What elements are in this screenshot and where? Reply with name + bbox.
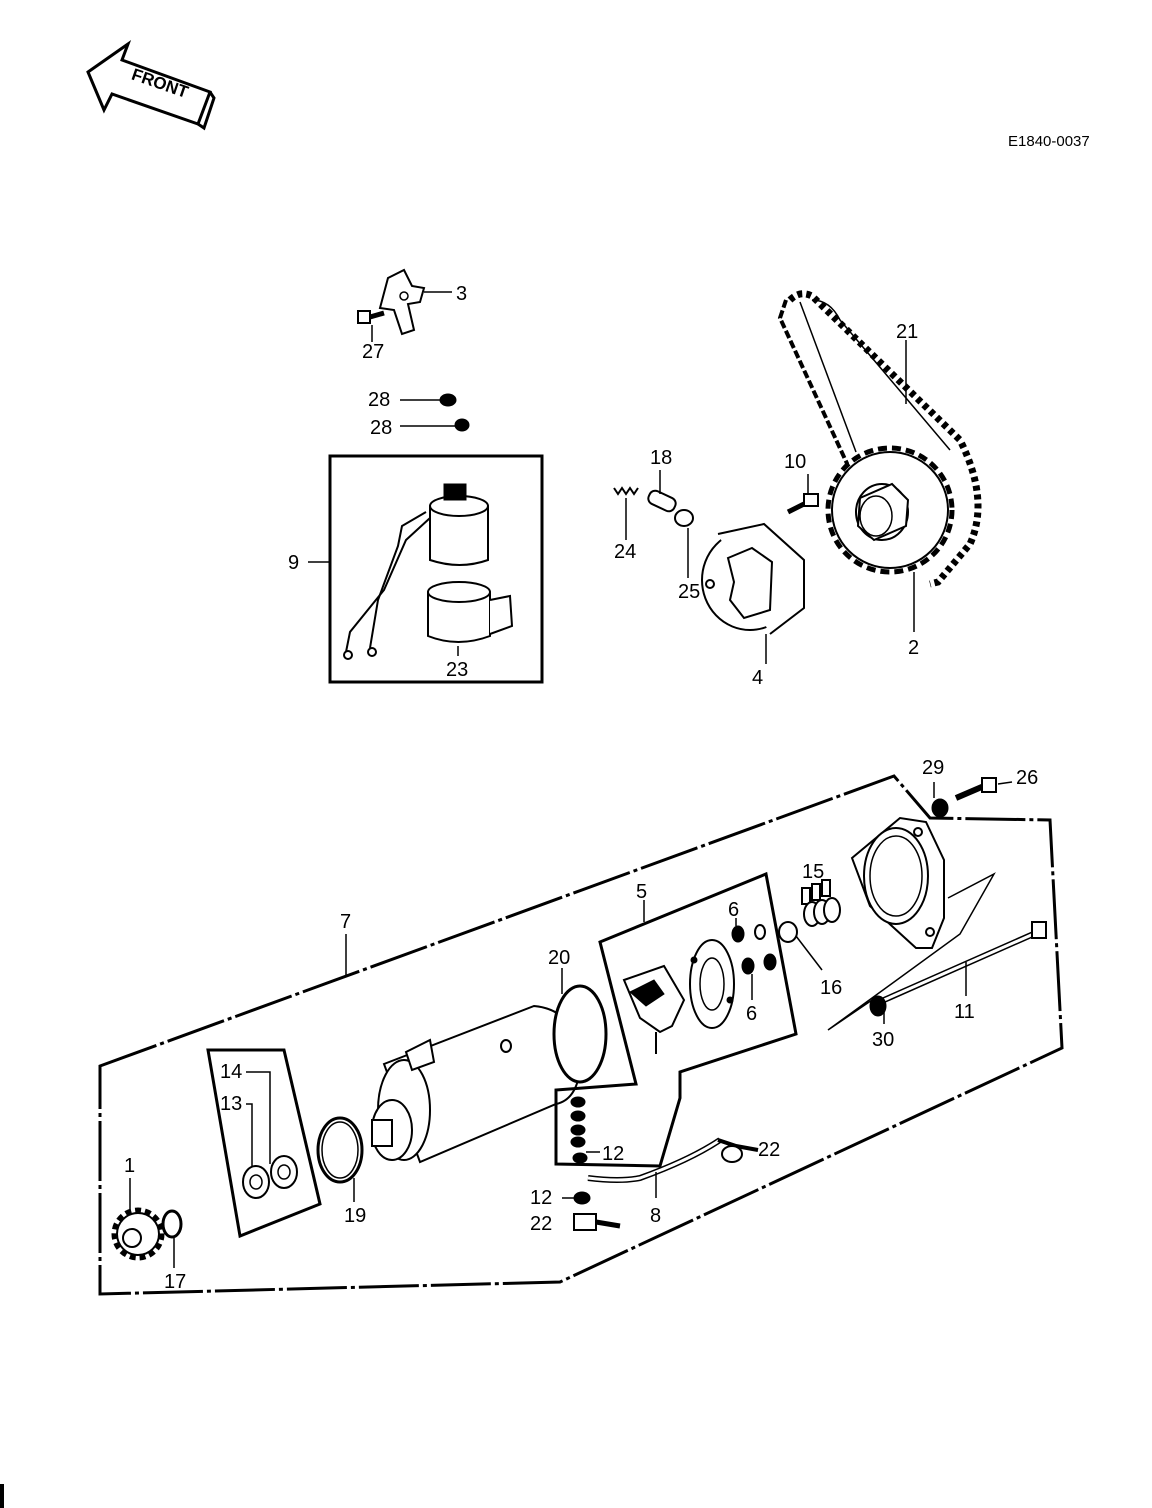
callout-10: 10 — [784, 451, 806, 473]
bolt-part-26-icon — [954, 777, 1013, 801]
callout-28-upper: 28 — [368, 389, 390, 411]
callout-9: 9 — [288, 552, 299, 574]
callout-14: 14 — [220, 1061, 242, 1083]
callout-8: 8 — [650, 1205, 661, 1227]
through-bolt-part-11-icon — [882, 921, 1047, 1003]
callout-23: 23 — [446, 659, 468, 681]
callout-6-lower: 6 — [746, 1003, 757, 1025]
o-ring-part-19-icon — [316, 1116, 364, 1202]
nut-part-28-upper-icon — [400, 393, 457, 407]
starter-relay-icon — [343, 483, 489, 660]
callout-22-upper: 22 — [758, 1139, 780, 1161]
brush-holder-group-box — [554, 871, 798, 1168]
washer-stack-part-12-icon — [570, 1096, 600, 1164]
bolt-part-27-icon — [357, 310, 385, 342]
callout-3: 3 — [456, 283, 467, 305]
cable-part-8-icon — [587, 1137, 722, 1198]
callout-26: 26 — [1016, 767, 1038, 789]
callout-15: 15 — [802, 861, 824, 883]
callout-25: 25 — [678, 581, 700, 603]
callout-28-lower: 28 — [370, 417, 392, 439]
callout-labels: 1 2 3 4 5 6 6 7 8 9 10 11 12 12 13 14 15… — [124, 283, 1038, 1293]
callout-30: 30 — [872, 1029, 894, 1051]
terminal-part-22-lower-icon — [562, 1191, 621, 1231]
callout-24: 24 — [614, 541, 636, 563]
callout-5: 5 — [636, 881, 647, 903]
nut-part-28-lower-icon — [400, 418, 470, 432]
roller-part-25-icon — [674, 509, 694, 578]
callout-1: 1 — [124, 1155, 135, 1177]
starter-clutch-part-4-icon — [701, 522, 805, 664]
gasket-part-20-icon — [552, 968, 608, 1084]
chain-part-21-icon — [777, 290, 982, 588]
callout-6-upper: 6 — [728, 899, 739, 921]
page-edge-mark — [0, 1484, 4, 1508]
starter-motor-group-box — [98, 774, 1064, 1296]
pin-part-18-icon — [647, 470, 677, 513]
callout-12-upper: 12 — [602, 1143, 624, 1165]
callout-29: 29 — [922, 757, 944, 779]
washer-part-16-icon — [778, 921, 823, 971]
brush-holder-part-5-icon — [622, 939, 735, 1054]
callout-7: 7 — [340, 911, 351, 933]
callout-12-lower: 12 — [530, 1187, 552, 1209]
washer-part-29-icon — [931, 782, 949, 818]
diagram-code: E1840-0037 — [1008, 133, 1090, 150]
relay-cover-part-23-icon — [427, 581, 514, 656]
brush-part-15-icon — [801, 879, 841, 927]
spring-part-6-icon — [731, 918, 777, 1000]
circlip-part-17-icon — [161, 1209, 183, 1268]
bracket-part-3-icon — [378, 268, 452, 336]
front-arrow-icon: FRONT — [86, 39, 216, 131]
washer-part-13-icon — [242, 1165, 270, 1199]
sprocket-part-2-icon — [825, 445, 955, 632]
end-cover-icon — [827, 816, 996, 1031]
spring-part-24-icon — [613, 486, 639, 540]
callout-4: 4 — [752, 667, 763, 689]
callout-21: 21 — [896, 321, 918, 343]
bolt-part-10-icon — [786, 474, 819, 515]
callout-19: 19 — [344, 1205, 366, 1227]
callout-16: 16 — [820, 977, 842, 999]
callout-27: 27 — [362, 341, 384, 363]
callout-13: 13 — [220, 1093, 242, 1115]
washer-part-30-icon — [869, 995, 887, 1024]
terminal-part-22-upper-icon — [717, 1138, 759, 1163]
relay-group-box — [328, 454, 544, 684]
washer-part-14-icon — [270, 1155, 298, 1189]
callout-20: 20 — [548, 947, 570, 969]
callout-18: 18 — [650, 447, 672, 469]
washer-group-box — [206, 1048, 322, 1239]
callout-22-lower: 22 — [530, 1213, 552, 1235]
pinion-gear-part-1-icon — [111, 1178, 165, 1261]
callout-17: 17 — [164, 1271, 186, 1293]
callout-2: 2 — [908, 637, 919, 659]
callout-11: 11 — [954, 1001, 975, 1023]
